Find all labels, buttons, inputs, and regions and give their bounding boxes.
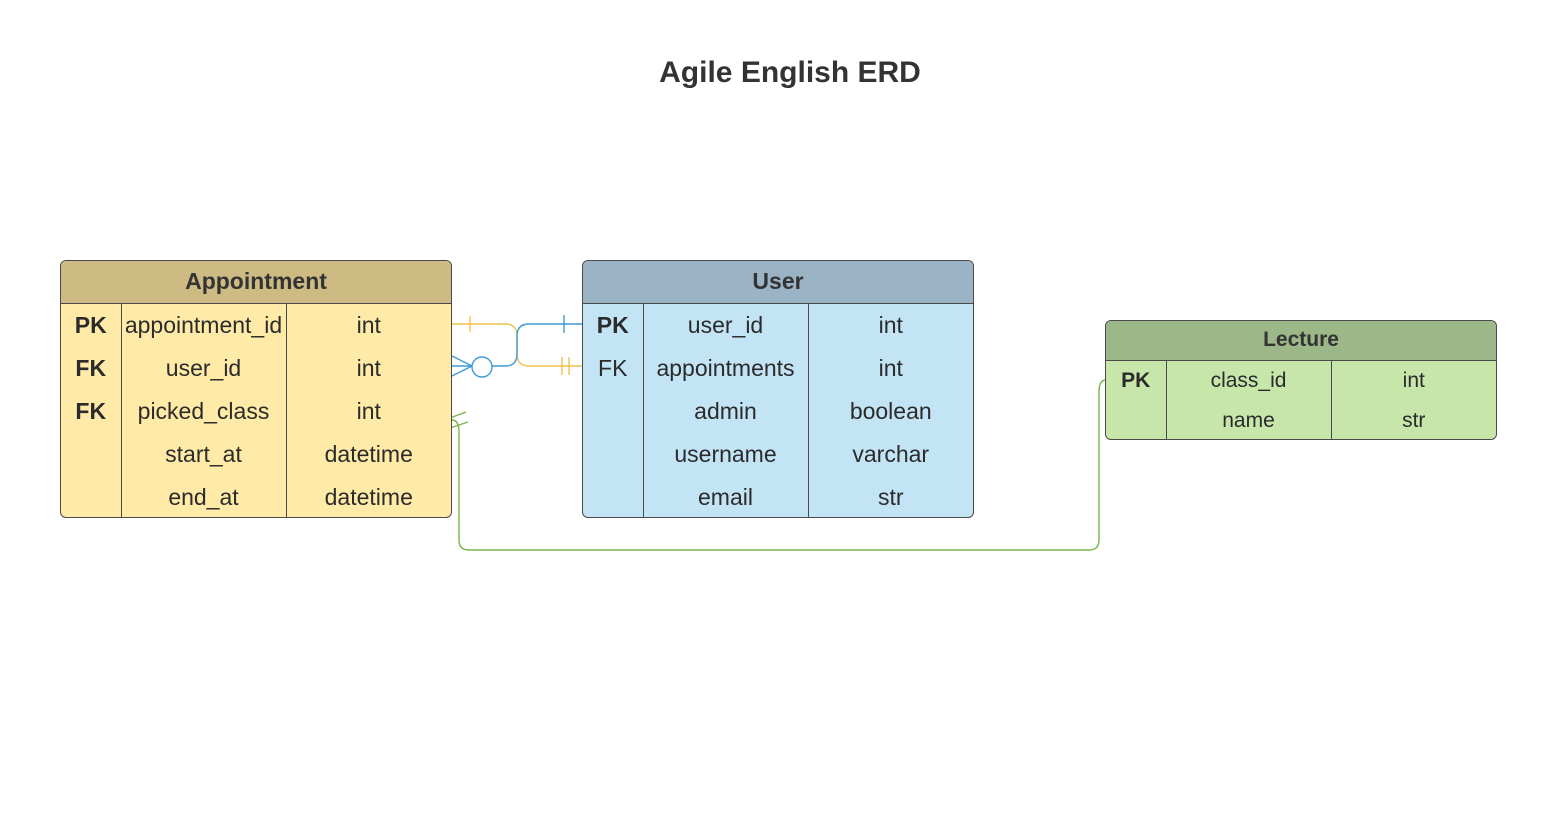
key-cell: PK xyxy=(74,312,107,338)
entity-lecture[interactable]: Lecture PK class_id int name str xyxy=(1105,320,1497,440)
crows-foot-line xyxy=(451,355,473,367)
entity-lecture-fields: PK class_id int name str xyxy=(1106,361,1496,439)
key-cell xyxy=(61,476,121,517)
table-row[interactable]: end_at datetime xyxy=(61,476,451,517)
table-row[interactable]: FK picked_class int xyxy=(61,390,451,433)
field-name-cell: end_at xyxy=(120,476,286,517)
entity-user-fields: PK user_id int FK appointments int admin… xyxy=(583,304,973,517)
cardinality-zero-circle xyxy=(471,356,493,378)
key-cell: FK xyxy=(598,355,628,381)
entity-user-header: User xyxy=(583,261,973,304)
field-type-cell: int xyxy=(285,390,451,433)
key-cell xyxy=(1106,401,1166,439)
crows-foot-line xyxy=(451,365,473,377)
field-type-cell: datetime xyxy=(285,476,451,517)
key-cell: PK xyxy=(1121,369,1151,392)
entity-lecture-header: Lecture xyxy=(1106,321,1496,361)
diagram-title: Agile English ERD xyxy=(659,56,921,89)
key-cell: FK xyxy=(75,355,107,381)
field-name-cell: user_id xyxy=(642,304,808,347)
field-name-cell: picked_class xyxy=(120,390,286,433)
entity-user[interactable]: User PK user_id int FK appointments int … xyxy=(582,260,974,518)
key-cell: PK xyxy=(596,312,629,338)
field-type-cell: str xyxy=(807,476,973,517)
field-name-cell: user_id xyxy=(120,347,286,390)
key-cell xyxy=(583,390,643,433)
table-row[interactable]: username varchar xyxy=(583,433,973,476)
table-row[interactable]: PK user_id int xyxy=(583,304,973,347)
field-type-cell: int xyxy=(1330,361,1496,401)
relationship-appointment-lecture[interactable] xyxy=(449,379,1106,551)
field-name-cell: appointments xyxy=(642,347,808,390)
table-row[interactable]: FK appointments int xyxy=(583,347,973,390)
field-type-cell: int xyxy=(285,347,451,390)
field-type-cell: boolean xyxy=(807,390,973,433)
table-row[interactable]: PK class_id int xyxy=(1106,361,1496,401)
entity-appointment[interactable]: Appointment PK appointment_id int FK use… xyxy=(60,260,452,518)
entity-appointment-header: Appointment xyxy=(61,261,451,304)
key-cell xyxy=(583,433,643,476)
field-type-cell: datetime xyxy=(285,433,451,476)
field-type-cell: int xyxy=(807,347,973,390)
field-name-cell: admin xyxy=(642,390,808,433)
relationship-appointment-user-id[interactable] xyxy=(451,315,582,378)
table-row[interactable]: email str xyxy=(583,476,973,517)
cardinality-one-mark xyxy=(449,411,467,419)
key-cell: FK xyxy=(75,398,107,424)
field-type-cell: int xyxy=(807,304,973,347)
field-name-cell: start_at xyxy=(120,433,286,476)
cardinality-one-mark xyxy=(449,421,469,429)
field-type-cell: int xyxy=(285,304,451,347)
field-name-cell: email xyxy=(642,476,808,517)
field-type-cell: varchar xyxy=(807,433,973,476)
entity-appointment-fields: PK appointment_id int FK user_id int FK … xyxy=(61,304,451,517)
key-cell xyxy=(61,433,121,476)
key-cell xyxy=(583,476,643,517)
field-name-cell: username xyxy=(642,433,808,476)
table-row[interactable]: PK appointment_id int xyxy=(61,304,451,347)
table-row[interactable]: admin boolean xyxy=(583,390,973,433)
field-type-cell: str xyxy=(1330,401,1496,439)
field-name-cell: appointment_id xyxy=(120,304,286,347)
table-row[interactable]: name str xyxy=(1106,401,1496,439)
table-row[interactable]: start_at datetime xyxy=(61,433,451,476)
table-row[interactable]: FK user_id int xyxy=(61,347,451,390)
field-name-cell: name xyxy=(1165,401,1331,439)
field-name-cell: class_id xyxy=(1165,361,1331,401)
